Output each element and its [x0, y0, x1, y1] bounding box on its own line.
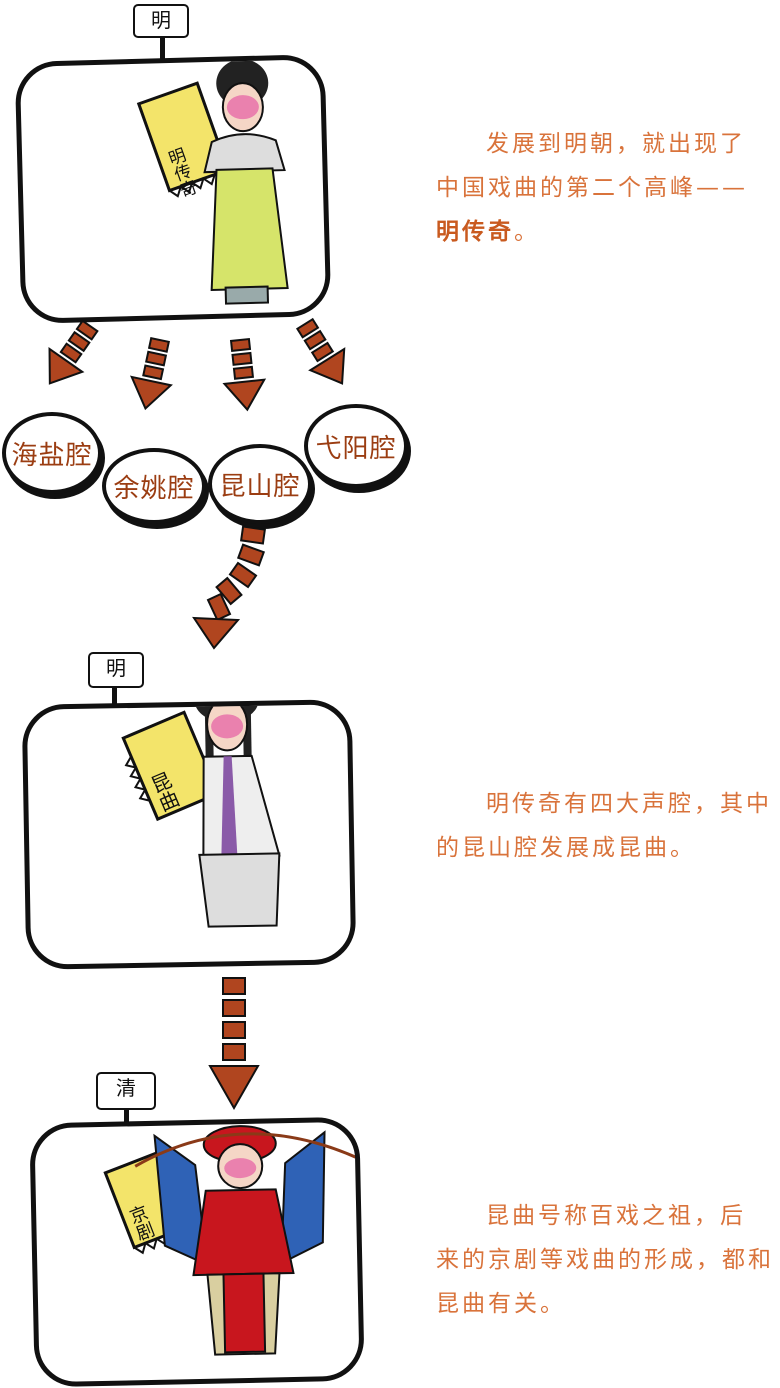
caption-2: 明传奇有四大声腔，其中 的昆山腔发展成昆曲。 — [436, 782, 776, 870]
era-sign-ming-2: 明 — [88, 652, 144, 688]
caption-1-end: 。 — [514, 219, 540, 245]
caption-1-highlight: 明传奇 — [436, 219, 514, 245]
caption-3-line-2: 来的京剧等戏曲的形成，都和 — [436, 1247, 774, 1273]
sign-post-2 — [112, 686, 117, 716]
arrow-down-icon — [222, 337, 267, 412]
branch-haiyan: 海盐腔 — [2, 412, 102, 494]
branch-yiyang: 弋阳腔 — [304, 404, 408, 488]
arrow-down-icon — [295, 317, 346, 385]
panel-2-scene: 昆曲 — [121, 704, 281, 928]
arrow-down-icon — [130, 336, 173, 411]
caption-3-line-3: 昆曲有关。 — [436, 1291, 566, 1317]
arrow-down-icon — [48, 319, 99, 385]
opera-figure-icon — [194, 704, 281, 928]
flag-icon — [121, 710, 221, 822]
branch-kunshan: 昆山腔 — [208, 444, 312, 524]
branch-arrows — [48, 317, 346, 412]
caption-1: 发展到明朝，就出现了 中国戏曲的第二个高峰—— 明传奇。 — [436, 122, 776, 254]
caption-3: 昆曲号称百戏之祖，后 来的京剧等戏曲的形成，都和 昆曲有关。 — [436, 1194, 776, 1326]
sign-post-1 — [160, 36, 165, 66]
arrow-down-icon — [208, 977, 260, 1111]
panel-2-frame: 昆曲 — [21, 699, 357, 970]
panel-3-scene: 京剧 — [103, 1125, 360, 1356]
caption-3-line-1: 昆曲号称百戏之祖，后 — [486, 1203, 746, 1229]
panel-1-scene: 明传奇 — [136, 59, 289, 305]
panel-3-frame: 京剧 — [29, 1116, 365, 1388]
branch-yuyao: 余姚腔 — [102, 448, 206, 524]
caption-1-line-1: 发展到明朝，就出现了 — [486, 131, 746, 157]
era-sign-ming-1: 明 — [133, 4, 189, 38]
caption-2-line-1: 明传奇有四大声腔，其中 — [486, 791, 772, 817]
panel-1-frame: 明传奇 — [14, 53, 332, 325]
opera-figure-icon — [203, 59, 289, 305]
curved-arrow-icon — [192, 525, 266, 650]
era-sign-qing: 清 — [96, 1072, 156, 1110]
caption-1-line-2: 中国戏曲的第二个高峰—— — [436, 175, 748, 201]
opera-figure-icon — [134, 1125, 360, 1356]
caption-2-line-2: 的昆山腔发展成昆曲。 — [436, 835, 696, 861]
